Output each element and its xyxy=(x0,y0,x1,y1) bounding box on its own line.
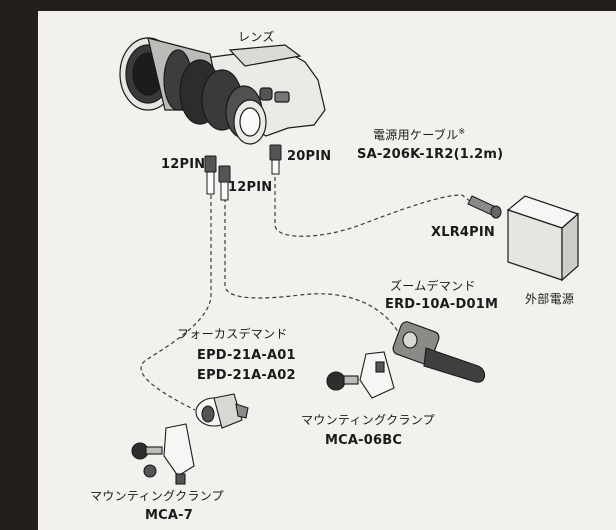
zoom-demand-name: ズームデマンド xyxy=(390,279,476,293)
focus-demand-model-a: EPD-21A-A01 xyxy=(197,348,296,363)
focus-demand-name: フォーカスデマンド xyxy=(177,327,288,341)
cables xyxy=(140,170,476,411)
connector-12pin-a-label: 12PIN xyxy=(161,157,206,172)
connector-20pin-label: 20PIN xyxy=(287,149,332,164)
zoom-demand-model: ERD-10A-D01M xyxy=(385,297,499,312)
connector-12pin-b-label: 12PIN xyxy=(228,180,273,195)
clamp-zoom-model: MCA-06BC xyxy=(325,433,403,448)
connector-xlr-icon xyxy=(467,195,502,219)
clamp-focus-model: MCA-7 xyxy=(145,508,193,523)
zoom-demand-illustration xyxy=(392,321,486,383)
power-cable-name: 電源用ケーブル※ xyxy=(373,127,466,142)
connector-12pin-b-icon xyxy=(218,165,231,201)
external-power-label: 外部電源 xyxy=(525,292,575,306)
clamp-focus-illustration xyxy=(131,423,195,485)
lens-label: レンズ xyxy=(238,30,275,44)
focus-demand-illustration xyxy=(195,393,249,429)
xlr-label: XLR4PIN xyxy=(431,225,496,240)
connector-12pin-a-icon xyxy=(204,155,217,195)
clamp-focus-name: マウンティングクランプ xyxy=(90,489,224,503)
clamp-zoom-illustration xyxy=(326,351,395,399)
power-cable-model: SA-206K-1R2(1.2m) xyxy=(357,147,504,162)
lens-illustration xyxy=(119,37,326,145)
connector-20pin-icon xyxy=(269,144,282,175)
external-power-box xyxy=(506,195,580,282)
focus-demand-model-b: EPD-21A-A02 xyxy=(197,368,296,383)
clamp-zoom-name: マウンティングクランプ xyxy=(301,413,435,427)
